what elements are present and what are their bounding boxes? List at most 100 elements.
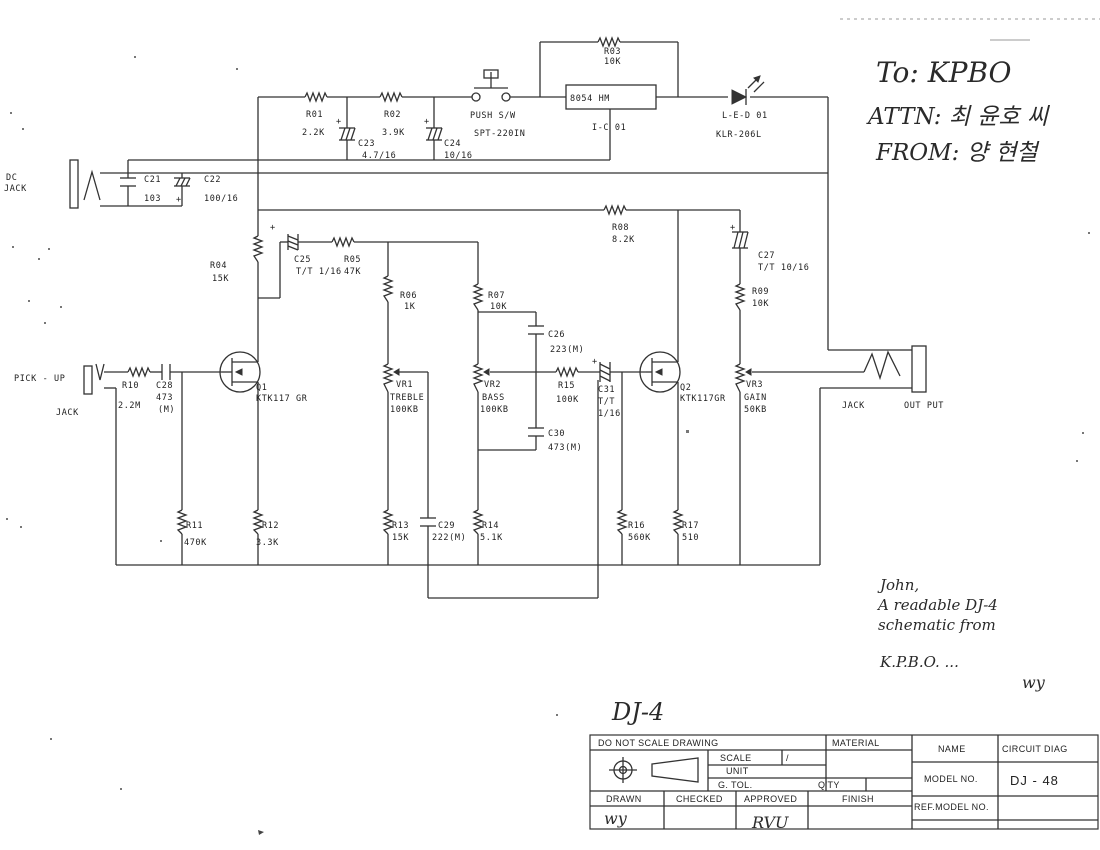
svg-text:I-C 01: I-C 01 (592, 123, 626, 133)
ic-8054 (565, 84, 657, 110)
capacitor-c27 (732, 231, 749, 249)
svg-text:VR3: VR3 (746, 380, 763, 390)
svg-text:G. TOL.: G. TOL. (718, 780, 752, 790)
circuit-wires (100, 41, 912, 599)
pot-vr3 (734, 363, 746, 393)
svg-text:47K: 47K (344, 267, 361, 277)
resistors (127, 36, 746, 535)
resistor-r04 (252, 235, 264, 263)
note-john-3: schematic from (878, 616, 996, 634)
note-john-2: A readable DJ-4 (876, 596, 998, 614)
svg-text:T/T: T/T (598, 397, 615, 407)
resistor-r15 (555, 366, 579, 378)
handwritten-notes: To: KPBO ATTN: 최 윤호 씨 FROM: 양 현철 John, A… (611, 56, 1051, 726)
capacitor-c28 (161, 364, 171, 380)
capacitor-c26 (528, 325, 544, 335)
svg-text:T/T 1/16: T/T 1/16 (296, 267, 342, 277)
capacitors (120, 127, 749, 527)
note-to: To: KPBO (876, 56, 1012, 89)
svg-text:100KB: 100KB (390, 405, 419, 415)
capacitor-c29 (420, 517, 436, 527)
svg-text:APPROVED: APPROVED (744, 794, 797, 804)
svg-text:C30: C30 (548, 429, 565, 439)
pot-vr1 (382, 363, 394, 393)
svg-text:C29: C29 (438, 521, 455, 531)
svg-text:223(M): 223(M) (550, 345, 584, 355)
resistor-r12 (252, 509, 264, 535)
resistor-r07 (472, 283, 484, 311)
svg-text:+: + (424, 117, 430, 127)
resistor-r01 (304, 91, 328, 103)
svg-text:/: / (786, 753, 789, 763)
svg-text:JACK: JACK (842, 401, 865, 411)
resistor-r05 (331, 236, 355, 248)
svg-text:560K: 560K (628, 533, 651, 543)
resistor-r17 (672, 509, 684, 535)
svg-text:R14: R14 (482, 521, 499, 531)
pot-vr2 (472, 363, 484, 393)
svg-text:+: + (336, 117, 342, 127)
svg-text:FINISH: FINISH (842, 794, 874, 804)
resistor-r14 (472, 509, 484, 535)
capacitor-c31 (599, 362, 611, 382)
svg-text:DJ - 48: DJ - 48 (1010, 773, 1059, 788)
svg-text:R05: R05 (344, 255, 361, 265)
note-attn: ATTN: 최 윤호 씨 (866, 104, 1051, 130)
svg-text:UNIT: UNIT (726, 766, 749, 776)
svg-text:CIRCUIT DIAG: CIRCUIT DIAG (1002, 744, 1068, 754)
svg-text:VR2: VR2 (484, 380, 501, 390)
svg-text:R16: R16 (628, 521, 645, 531)
svg-text:C23: C23 (358, 139, 375, 149)
capacitor-c23 (339, 127, 356, 141)
svg-text:(M): (M) (158, 405, 175, 415)
svg-text:103: 103 (144, 194, 161, 204)
svg-text:8.2K: 8.2K (612, 235, 635, 245)
svg-text:15K: 15K (392, 533, 409, 543)
push-switch (471, 69, 511, 102)
svg-text:CHECKED: CHECKED (676, 794, 723, 804)
resistor-r03 (597, 36, 621, 48)
svg-text:SCALE: SCALE (720, 753, 752, 763)
capacitor-c22 (174, 177, 191, 187)
svg-text:1K: 1K (404, 302, 416, 312)
svg-text:C24: C24 (444, 139, 461, 149)
svg-text:Q2: Q2 (680, 383, 691, 393)
svg-text:R17: R17 (682, 521, 699, 531)
svg-text:KTK117GR: KTK117GR (680, 394, 726, 404)
svg-text:VR1: VR1 (396, 380, 413, 390)
resistor-r10 (127, 366, 151, 378)
svg-text:R11: R11 (186, 521, 203, 531)
svg-text:+: + (270, 223, 276, 233)
svg-text:JACK: JACK (56, 408, 79, 418)
pickup-jack (83, 363, 105, 395)
resistor-r11 (176, 509, 188, 535)
svg-text:2.2M: 2.2M (118, 401, 141, 411)
svg-text:C22: C22 (204, 175, 221, 185)
transistor-q1 (219, 351, 261, 393)
svg-text:15K: 15K (212, 274, 229, 284)
svg-text:5.1K: 5.1K (480, 533, 503, 543)
svg-text:3.9K: 3.9K (382, 128, 405, 138)
svg-text:MODEL NO.: MODEL NO. (924, 774, 978, 784)
svg-text:T/T 10/16: T/T 10/16 (758, 263, 809, 273)
svg-text:MATERIAL: MATERIAL (832, 738, 880, 748)
active-parts (69, 69, 927, 395)
transistor-q2 (639, 351, 681, 393)
output-jack (863, 345, 927, 393)
svg-text:C26: C26 (548, 330, 565, 340)
svg-text:KTK117 GR: KTK117 GR (256, 394, 308, 404)
resistor-r13 (382, 509, 394, 535)
svg-text:Q1: Q1 (256, 383, 267, 393)
svg-text:473: 473 (156, 393, 173, 403)
svg-text:C21: C21 (144, 175, 161, 185)
svg-text:R13: R13 (392, 521, 409, 531)
resistor-r06 (382, 275, 394, 303)
svg-text:10/16: 10/16 (444, 151, 473, 161)
svg-text:R08: R08 (612, 223, 629, 233)
note-john-1: John, (877, 576, 919, 594)
component-labels: + + + + + + R03 10K R01 2.2K R02 3.9K C2… (4, 47, 943, 548)
svg-text:R01: R01 (306, 110, 323, 120)
svg-text:DC: DC (6, 173, 17, 183)
svg-text:DO NOT SCALE DRAWING: DO NOT SCALE DRAWING (598, 738, 719, 748)
svg-text:10K: 10K (752, 299, 769, 309)
